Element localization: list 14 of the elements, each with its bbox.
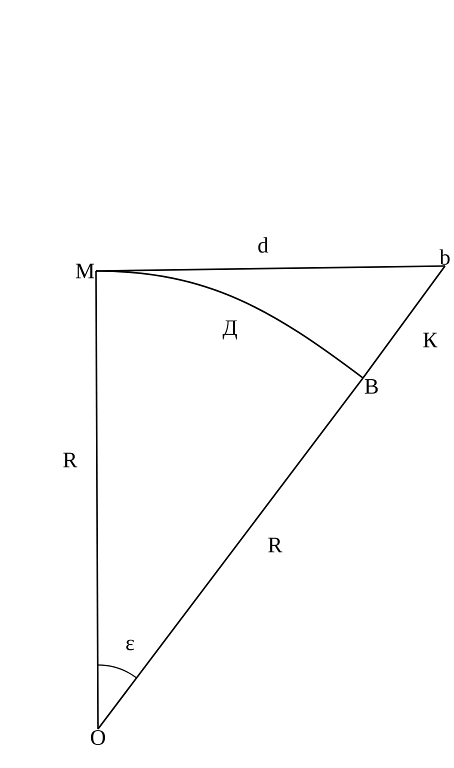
edge-label: R	[266, 536, 284, 554]
point-label: B	[364, 379, 378, 394]
arc	[96, 270, 364, 379]
edge-label: Д	[222, 319, 238, 341]
point-label: M	[76, 264, 94, 278]
line	[97, 378, 364, 730]
edge-label: R	[62, 452, 78, 468]
point-label: O	[90, 730, 106, 745]
edge-label: К	[422, 332, 438, 348]
angle-label: ε	[126, 640, 134, 650]
line	[95, 271, 99, 729]
edge-label: d	[256, 236, 270, 254]
line	[362, 266, 446, 378]
point-label: b	[440, 249, 450, 265]
